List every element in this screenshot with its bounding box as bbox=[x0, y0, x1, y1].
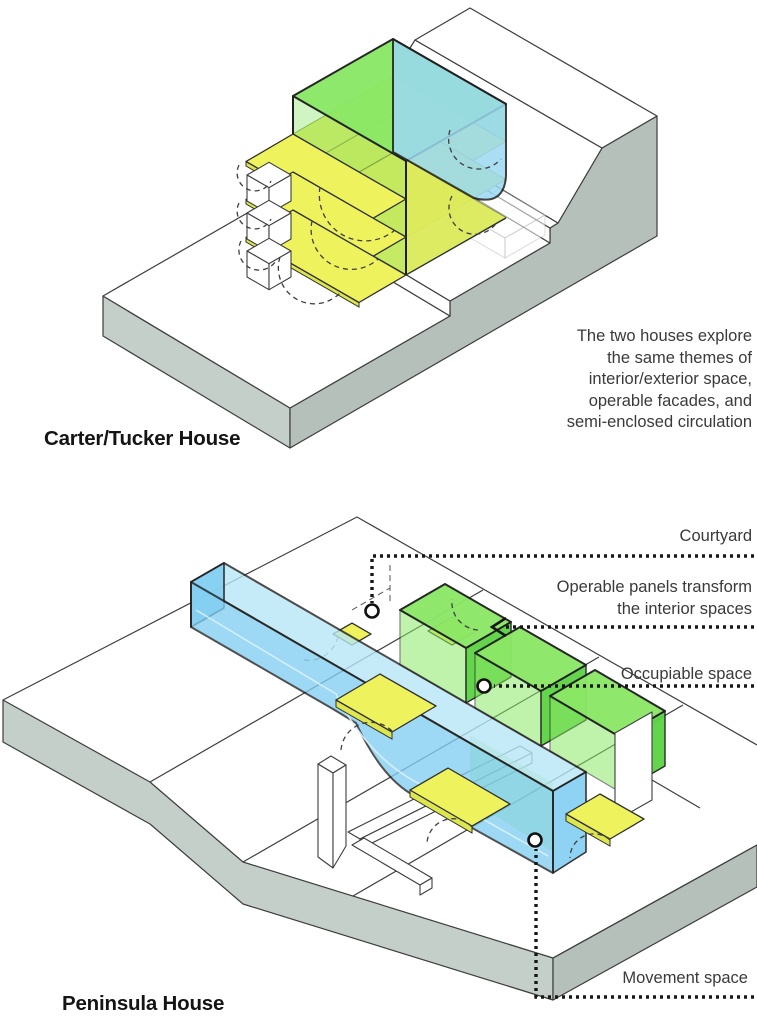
peninsula-end-panel bbox=[614, 711, 653, 822]
peninsula-plot-edges bbox=[2, 516, 757, 746]
carter-tucker-title: Carter/Tucker House bbox=[44, 427, 241, 450]
carter-tucker-diagram bbox=[102, 7, 658, 449]
intro-note-line: The two houses explore bbox=[576, 327, 752, 345]
intro-note-line: operable facades, and bbox=[588, 391, 752, 410]
intro-note-line: the same themes of bbox=[607, 348, 752, 367]
carter-blue-facade bbox=[392, 38, 507, 201]
intro-note: The two houses explore the same themes o… bbox=[567, 326, 752, 434]
intro-note-line: semi-enclosed circulation bbox=[566, 413, 752, 431]
courtyard-marker-circle bbox=[364, 603, 380, 619]
operable-panels-label-line2: the interior spaces bbox=[617, 599, 752, 618]
carter-upper-plateau bbox=[414, 7, 658, 149]
peninsula-swing-arcs bbox=[340, 598, 611, 859]
peninsula-plot bbox=[3, 517, 757, 1024]
peninsula-yellow-plates bbox=[335, 673, 645, 847]
occupiable-space-label: Occupiable space bbox=[620, 665, 752, 683]
peninsula-edge-se bbox=[552, 844, 757, 959]
movement-leader-line bbox=[534, 849, 754, 999]
carter-stair-steps bbox=[246, 161, 292, 291]
peninsula-title: Peninsula House bbox=[62, 992, 225, 1015]
operable-panels-label-line1: Operable panels transform bbox=[556, 578, 752, 596]
operable-panels-label: Operable panels transform the interior s… bbox=[557, 577, 752, 620]
movement-space-label: Movement space bbox=[622, 969, 748, 987]
intro-note-line: interior/exterior space, bbox=[588, 370, 752, 388]
occupiable-marker-circle bbox=[476, 678, 492, 694]
peninsula-end-panel-line bbox=[651, 779, 701, 809]
peninsula-diagram bbox=[2, 516, 757, 1024]
carter-swing-arcs bbox=[236, 129, 502, 305]
courtyard-label: Courtyard bbox=[679, 527, 752, 545]
movement-marker-circle bbox=[527, 832, 543, 848]
arrow-left-icon bbox=[489, 616, 507, 638]
courtyard-leader-line bbox=[370, 554, 754, 603]
